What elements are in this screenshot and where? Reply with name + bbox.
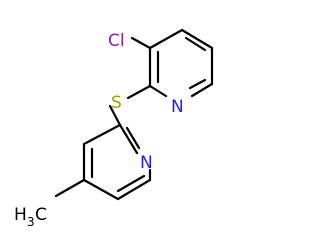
bond bbox=[82, 178, 120, 201]
chlorine-atom-label: Cl bbox=[108, 31, 125, 51]
bond-inner bbox=[125, 126, 141, 150]
bond-s-c bbox=[108, 104, 122, 127]
sulfur-atom-label: S bbox=[111, 93, 122, 113]
bond bbox=[82, 123, 122, 146]
methyl-group-label: H 3 C bbox=[14, 205, 47, 229]
bond-inner bbox=[188, 78, 207, 90]
bond bbox=[190, 82, 214, 98]
bond bbox=[148, 28, 184, 50]
bond-c-cl bbox=[130, 36, 152, 50]
bond-c-s bbox=[126, 84, 152, 100]
methyl-subscript-label: 3 bbox=[27, 215, 35, 229]
nitrogen-atom-label-bottom: N bbox=[140, 153, 153, 173]
bond-inner bbox=[116, 174, 146, 193]
bond bbox=[118, 123, 139, 155]
bond bbox=[116, 178, 152, 201]
lower-pyridine-ring bbox=[54, 104, 152, 201]
bond bbox=[148, 84, 168, 98]
upper-pyridine-ring bbox=[126, 28, 214, 100]
nitrogen-atom-label-top: N bbox=[171, 97, 184, 117]
methyl-h-label: H bbox=[14, 205, 27, 225]
molecule-structure: Cl S N N H 3 C bbox=[14, 28, 214, 229]
methyl-c-label: C bbox=[35, 205, 47, 225]
bond-inner bbox=[184, 36, 207, 52]
structure-canvas: Cl S N N H 3 C bbox=[14, 28, 214, 229]
bond bbox=[180, 28, 214, 50]
bond-c-methyl bbox=[54, 178, 86, 198]
